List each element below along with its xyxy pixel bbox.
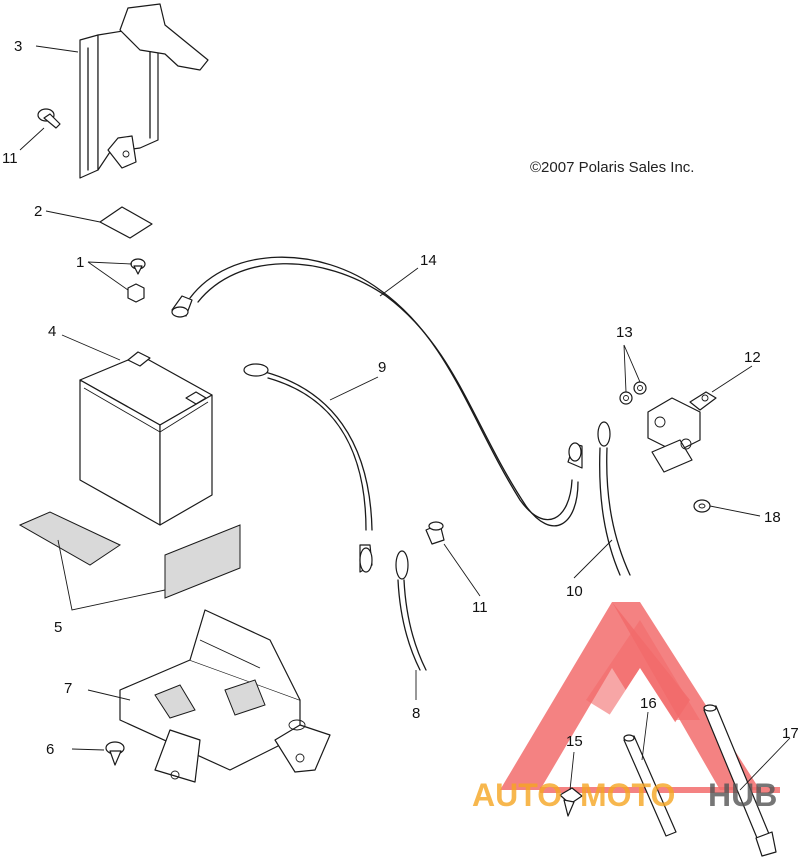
callout-3: 3	[14, 38, 22, 55]
callout-14: 14	[420, 252, 437, 269]
callout-6: 6	[46, 741, 54, 758]
callout-12: 12	[744, 349, 761, 366]
bracket-part-3	[79, 3, 209, 179]
copyright-text: ©2007 Polaris Sales Inc.	[530, 159, 694, 176]
callout-4: 4	[48, 323, 56, 340]
pad-part-2	[99, 206, 153, 239]
cable-part-10	[597, 421, 631, 576]
callout-17: 17	[782, 725, 799, 742]
solenoid-part-12	[647, 391, 717, 473]
rod-part-16	[623, 734, 677, 837]
watermark-hub: HUB	[708, 777, 777, 813]
cable-part-8	[395, 550, 427, 671]
callout-9: 9	[378, 359, 386, 376]
watermark-moto: MOTO	[580, 777, 675, 813]
watermark-auto: AUTO	[472, 777, 562, 813]
screws-part-1	[127, 258, 146, 303]
tray-part-7	[119, 609, 331, 783]
leader-lines	[19, 45, 791, 791]
fastener-part-15	[559, 787, 583, 817]
cable-part-14	[171, 256, 583, 527]
callout-7: 7	[64, 680, 72, 697]
callout-10: 10	[566, 583, 583, 600]
labels-part-5	[18, 511, 241, 599]
screw-part-6	[105, 741, 125, 766]
callout-16: 16	[640, 695, 657, 712]
cable-part-9	[243, 363, 373, 573]
callout-11-mid: 11	[472, 599, 488, 616]
callout-numbers: 3 11 2 1 4 5 7 6 14 9 11 8 10 13 12 18 1…	[2, 38, 799, 758]
callout-8: 8	[412, 705, 420, 722]
callout-2: 2	[34, 203, 42, 220]
callout-13: 13	[616, 324, 633, 341]
callout-1: 1	[76, 254, 84, 271]
callout-18: 18	[764, 509, 781, 526]
battery-part-4	[79, 351, 213, 526]
callout-15: 15	[566, 733, 583, 750]
callout-11-top: 11	[2, 150, 18, 167]
bolt-part-11-mid	[425, 521, 445, 545]
nuts-part-13	[619, 381, 647, 405]
watermark-text: AUTO MOTO HUB	[472, 777, 777, 813]
bolt-part-11-top	[37, 108, 61, 129]
rod-part-17	[703, 704, 777, 857]
callout-5: 5	[54, 619, 62, 636]
grommet-part-18	[693, 499, 711, 513]
